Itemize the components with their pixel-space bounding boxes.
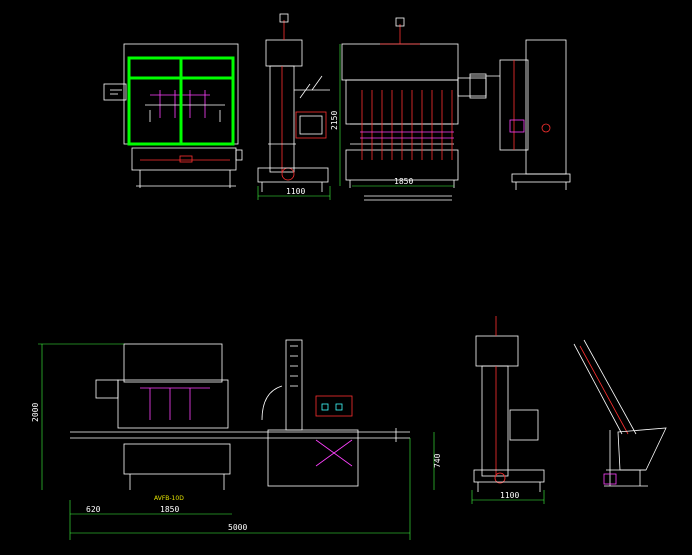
dim-text-conveyor-height: 740 (433, 453, 442, 468)
dim-text-bottom-side-width: 1100 (500, 491, 519, 500)
dim-text-total-length: 5000 (228, 523, 247, 532)
green-frame (127, 56, 235, 146)
top-cabinet-view (469, 39, 571, 190)
bottom-side-dim: 1100 (471, 490, 545, 504)
dim-text-front-width: 1850 (394, 177, 413, 186)
top-filler-nozzles (360, 90, 454, 160)
top-front-view (103, 43, 243, 188)
top-side-view (257, 13, 330, 192)
dim-text-side-width: 1100 (286, 187, 305, 196)
dim-text-filler-width: 1850 (160, 505, 179, 514)
model-label: AVFB-10D (154, 495, 184, 502)
front-dim-lines: 1850 2150 (330, 44, 454, 187)
dim-text-offset-left: 620 (86, 505, 101, 514)
bottom-side-view (473, 316, 545, 492)
side-dim-1100: 1100 (257, 186, 331, 200)
top-filler-front-view (341, 17, 487, 201)
dim-text-line-height: 2000 (31, 403, 40, 422)
bottom-line-accents (140, 387, 353, 467)
bottom-elevator-view (573, 339, 667, 487)
bottom-dimensions: 2000 740 AVFB-10D 620 1850 5000 (31, 343, 442, 540)
bottom-line-view (70, 339, 410, 490)
dim-text-front-height: 2150 (330, 111, 339, 130)
